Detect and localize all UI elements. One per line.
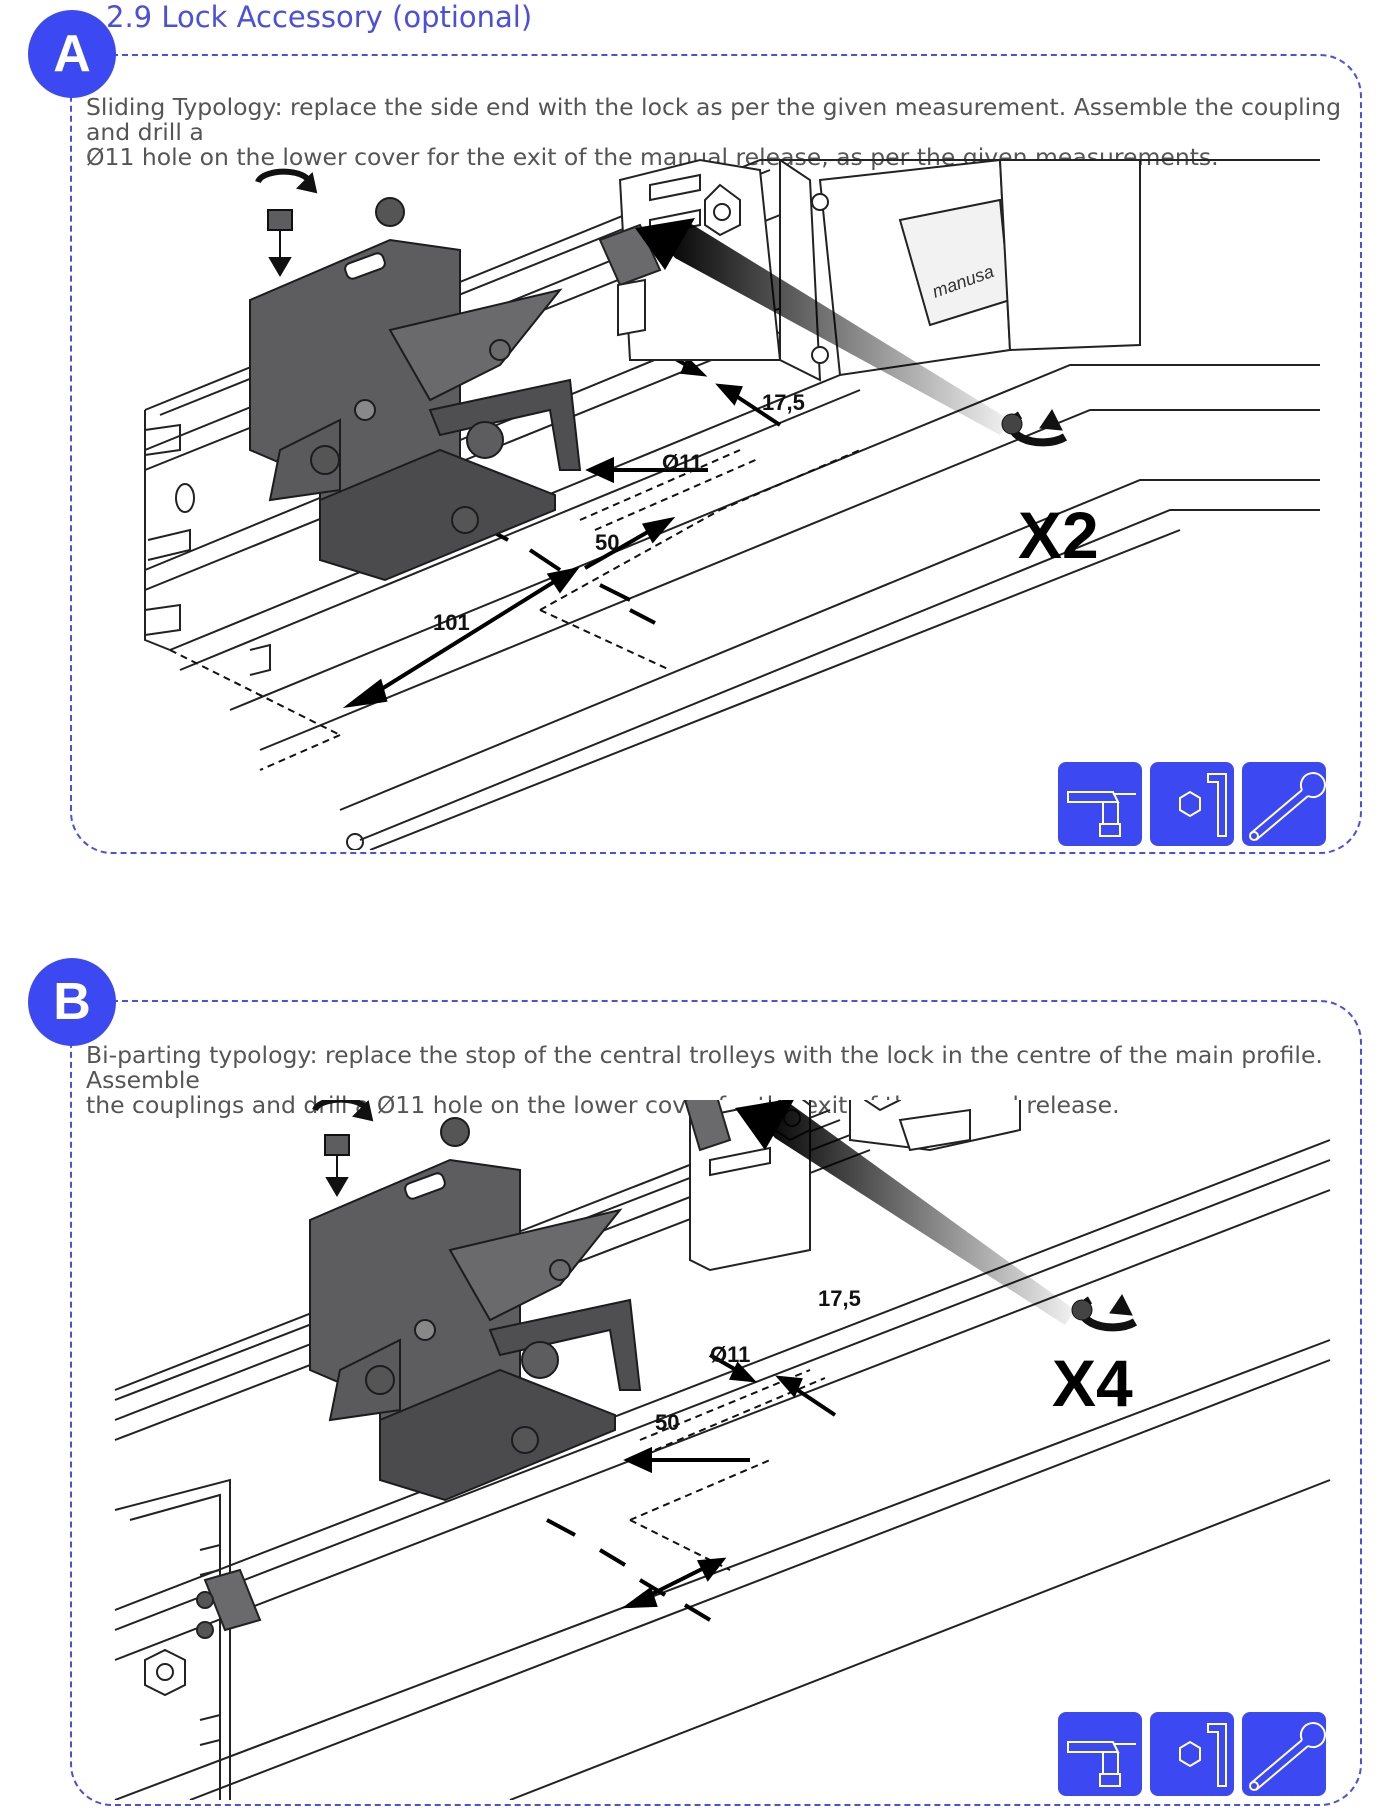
wrench-icon	[1242, 1712, 1326, 1796]
panel-b	[70, 1000, 1362, 1806]
screw-right	[1001, 409, 1068, 447]
insertion-arrow-b	[760, 1100, 1075, 1325]
multiplier-a: X2	[1018, 498, 1099, 572]
instruction-a-line1: Sliding Typology: replace the side end w…	[86, 93, 1341, 146]
screw-right-b	[1071, 1294, 1138, 1332]
section-title: 2.9 Lock Accessory (optional)	[106, 0, 533, 34]
dim-lines-b	[629, 1369, 826, 1571]
lock-assembly-b	[309, 1117, 642, 1502]
badge-b: B	[28, 958, 116, 1046]
hex-key-icon	[1150, 1712, 1234, 1796]
stray-dot	[88, 152, 91, 155]
dim-d11-a: Ø11	[662, 450, 702, 475]
dim-50-a: 50	[595, 530, 619, 555]
dim-50-b: 50	[655, 1410, 679, 1435]
multiplier-b: X4	[1052, 1346, 1133, 1420]
hex-key-icon	[1150, 762, 1234, 846]
wrench-icon	[1242, 762, 1326, 846]
drill-icon	[1058, 762, 1142, 846]
drill-icon	[1058, 1712, 1142, 1796]
screw-top	[255, 168, 318, 277]
illustration-biparting: 17,5 Ø11 50 X4	[114, 1100, 1331, 1800]
badge-a: A	[28, 10, 116, 98]
lock-assembly	[249, 197, 582, 582]
central-trolleys	[196, 1100, 1021, 1639]
dim-arrows-b	[546, 1353, 837, 1622]
panel-a	[70, 54, 1362, 854]
dim-101-a: 101	[433, 610, 470, 635]
dim-lines	[169, 449, 861, 771]
instruction-b-line1: Bi-parting typology: replace the stop of…	[86, 1041, 1323, 1094]
dim-17-5-b: 17,5	[818, 1286, 861, 1311]
screw-top-b	[312, 1100, 374, 1197]
illustration-sliding: manusa 17,5 Ø11 50 101 X2	[144, 158, 1320, 850]
coupling-bracket	[598, 158, 1141, 382]
dim-17-5-a: 17,5	[762, 390, 805, 415]
dim-d11-b: Ø11	[710, 1342, 750, 1367]
insertion-arrow	[660, 220, 1010, 435]
